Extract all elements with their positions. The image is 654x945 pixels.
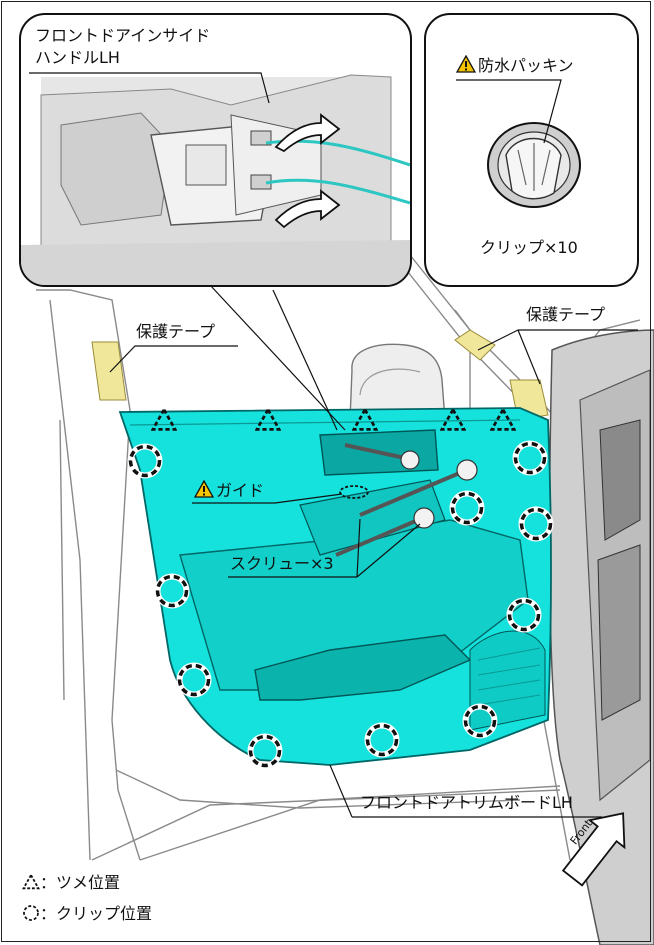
warning-triangle-icon <box>194 480 214 498</box>
legend-claw: ：ツメ位置 <box>22 873 120 893</box>
door-trim-panel <box>118 407 552 766</box>
protect-tape-right-label: 保護テープ <box>526 305 606 324</box>
inset-inside-handle: フロントドアインサイド ハンドルLH <box>19 13 412 287</box>
curved-arrow-icon <box>274 113 341 153</box>
clip-legend-icon <box>23 905 39 921</box>
screw-quantity-label: スクリュー×3 <box>230 554 334 573</box>
inside-handle-label-line2: ハンドルLH <box>35 48 120 67</box>
inside-handle-illustration <box>21 72 410 285</box>
inset-clip: 防水パッキン クリップ×10 <box>424 13 639 287</box>
front-arrow-icon <box>561 812 626 887</box>
guide-label: ガイド <box>194 480 264 500</box>
open-door-interior <box>548 329 654 945</box>
warning-triangle-icon <box>456 55 476 73</box>
side-mirror <box>349 343 446 421</box>
curved-arrow-icon <box>274 189 341 229</box>
clip-illustration <box>456 79 581 208</box>
protect-tape-left-label: 保護テープ <box>136 322 216 341</box>
guide-marker <box>339 485 369 499</box>
trim-board-label: フロントドアトリムボードLH <box>360 793 573 812</box>
screws <box>335 443 478 557</box>
clip-quantity-label: クリップ×10 <box>480 238 578 257</box>
callout-lines <box>109 284 638 818</box>
legend-clip: ：クリップ位置 <box>22 904 152 924</box>
protect-tape-left <box>91 341 127 401</box>
claw-legend-icon <box>22 873 40 890</box>
inside-handle-label-line1: フロントドアインサイド <box>35 26 211 45</box>
protect-tape-right <box>454 329 496 361</box>
waterproof-packing-label: 防水パッキン <box>456 55 574 75</box>
